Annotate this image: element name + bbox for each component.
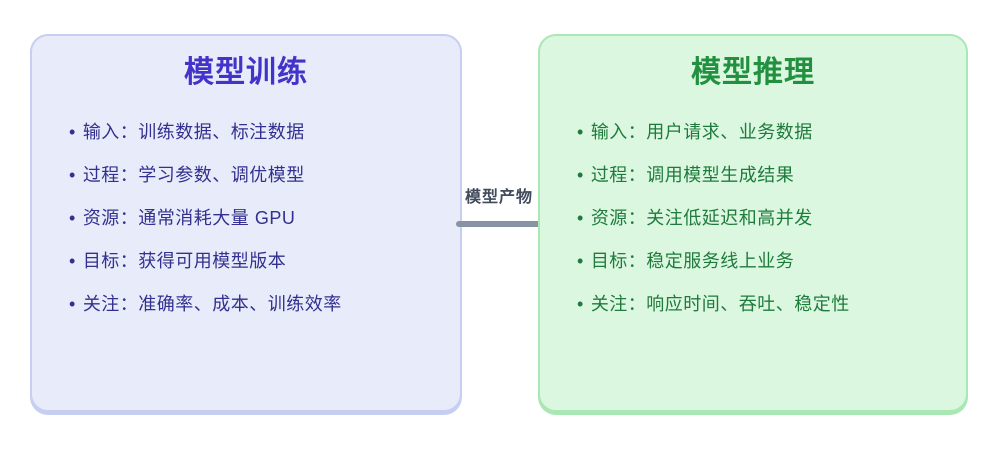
list-item-text: 资源：关注低延迟和高并发 <box>590 208 813 228</box>
list-item: • 输入：用户请求、业务数据 <box>577 120 950 144</box>
list-item-text: 关注：响应时间、吞吐、稳定性 <box>590 294 850 314</box>
list-item-text: 输入：训练数据、标注数据 <box>82 122 305 142</box>
list-item-text: 关注：准确率、成本、训练效率 <box>82 294 342 314</box>
list-item-text: 输入：用户请求、业务数据 <box>590 122 813 142</box>
list-item: • 资源：关注低延迟和高并发 <box>577 206 950 230</box>
inference-card-title: 模型推理 <box>691 56 815 89</box>
card-model-training: 模型训练 • 输入：训练数据、标注数据 • 过程：学习参数、调优模型 • 资源：… <box>30 34 462 412</box>
list-item: • 资源：通常消耗大量 GPU <box>69 206 444 230</box>
bullet-dot-icon: • <box>69 122 76 142</box>
list-item-text: 资源：通常消耗大量 GPU <box>82 208 296 228</box>
list-item: • 关注：准确率、成本、训练效率 <box>69 292 444 316</box>
bullet-dot-icon: • <box>577 165 584 185</box>
card-model-inference: 模型推理 • 输入：用户请求、业务数据 • 过程：调用模型生成结果 • 资源：关… <box>538 34 968 412</box>
training-card-title: 模型训练 <box>184 56 308 89</box>
list-item-text: 过程：调用模型生成结果 <box>590 165 795 185</box>
bullet-dot-icon: • <box>577 294 584 314</box>
bullet-dot-icon: • <box>577 122 584 142</box>
list-item: • 过程：学习参数、调优模型 <box>69 163 444 187</box>
list-item-text: 目标：获得可用模型版本 <box>82 251 287 271</box>
list-item-text: 过程：学习参数、调优模型 <box>82 165 305 185</box>
list-item: • 过程：调用模型生成结果 <box>577 163 950 187</box>
bullet-dot-icon: • <box>577 251 584 271</box>
connector-line <box>456 221 542 227</box>
list-item: • 关注：响应时间、吞吐、稳定性 <box>577 292 950 316</box>
inference-bullet-list: • 输入：用户请求、业务数据 • 过程：调用模型生成结果 • 资源：关注低延迟和… <box>540 120 966 316</box>
list-item: • 输入：训练数据、标注数据 <box>69 120 444 144</box>
list-item: • 目标：获得可用模型版本 <box>69 249 444 273</box>
bullet-dot-icon: • <box>577 208 584 228</box>
training-bullet-list: • 输入：训练数据、标注数据 • 过程：学习参数、调优模型 • 资源：通常消耗大… <box>32 120 460 316</box>
bullet-dot-icon: • <box>69 208 76 228</box>
list-item: • 目标：稳定服务线上业务 <box>577 249 950 273</box>
bullet-dot-icon: • <box>69 251 76 271</box>
connector-label: 模型产物 <box>464 189 533 206</box>
bullet-dot-icon: • <box>69 165 76 185</box>
bullet-dot-icon: • <box>69 294 76 314</box>
list-item-text: 目标：稳定服务线上业务 <box>590 251 795 271</box>
